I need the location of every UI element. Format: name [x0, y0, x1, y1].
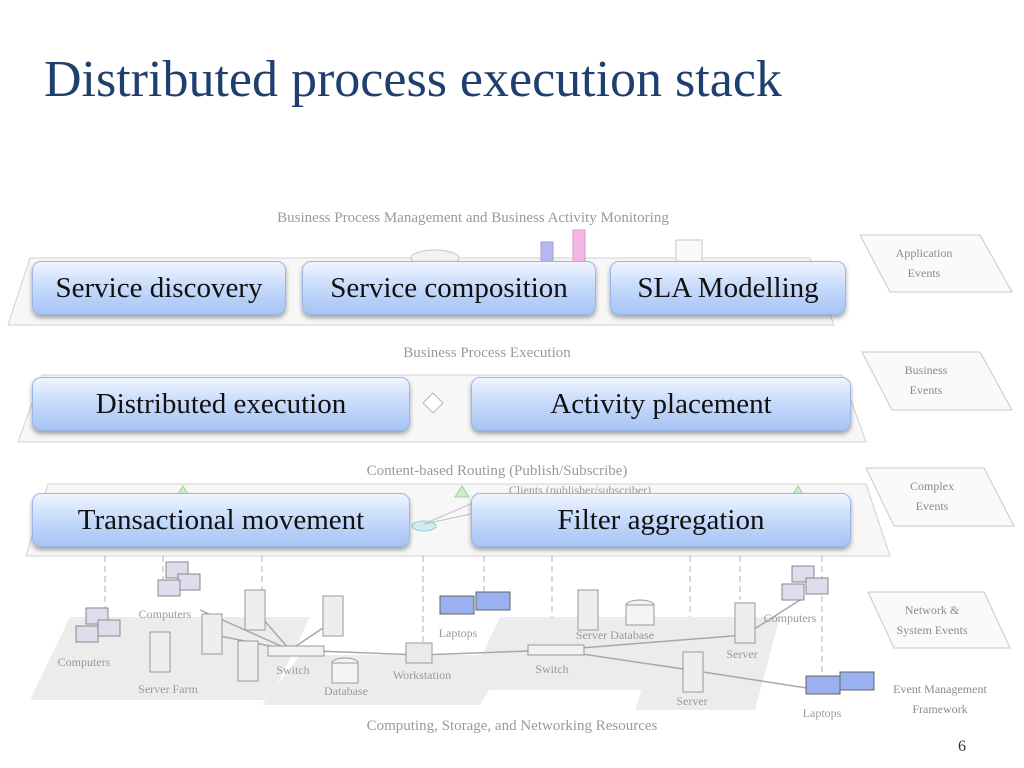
- resource-label: Switch: [276, 663, 309, 677]
- framework-label: Framework: [912, 702, 967, 716]
- side-plane-business: Business Events: [861, 351, 1013, 411]
- switch-icon: [267, 645, 325, 657]
- resource-label: Workstation: [393, 668, 451, 682]
- server-icon: [149, 631, 171, 673]
- resource-label: Server: [726, 647, 757, 661]
- routing-node-icon: [454, 485, 470, 498]
- resource-label: Computers: [58, 655, 111, 669]
- database-icon: [331, 662, 359, 684]
- framework-label: Event Management: [893, 682, 987, 696]
- resource-label: Laptops: [803, 706, 842, 720]
- resource-label: Server Farm: [138, 682, 198, 696]
- laptop-icon: [475, 591, 511, 611]
- computer-icon: [75, 625, 99, 643]
- filter-aggregation-box: Filter aggregation: [471, 493, 851, 547]
- side-label: Events: [910, 383, 943, 397]
- side-label: Business: [905, 363, 948, 377]
- layer-label-bpm: Business Process Management and Business…: [277, 210, 669, 226]
- database-icon: [625, 604, 655, 626]
- computer-icon: [781, 583, 805, 601]
- resource-label: Computers: [764, 611, 817, 625]
- activity-placement-box: Activity placement: [471, 377, 851, 431]
- laptop-icon: [439, 595, 475, 615]
- computer-icon: [97, 619, 121, 637]
- side-label: Application: [896, 246, 953, 260]
- switch-icon: [527, 644, 585, 656]
- resource-label: Server Database: [576, 628, 654, 642]
- layer-label-execution: Business Process Execution: [403, 345, 571, 361]
- routing-link: [423, 511, 481, 525]
- transactional-movement-box: Transactional movement: [32, 493, 410, 547]
- server-icon: [244, 589, 266, 631]
- server-icon: [322, 595, 344, 637]
- device-icons: [75, 561, 875, 695]
- computer-icon: [805, 577, 829, 595]
- resource-label: Switch: [535, 662, 568, 676]
- server-icon: [201, 613, 223, 655]
- side-plane-complex: Complex Events: [865, 467, 1015, 527]
- side-label: Events: [916, 499, 949, 513]
- distributed-execution-box: Distributed execution: [32, 377, 410, 431]
- layer-label-resources: Computing, Storage, and Networking Resou…: [367, 718, 658, 734]
- side-label: Network &: [905, 603, 960, 617]
- resource-label: Computers: [139, 607, 192, 621]
- slide-title: Distributed process execution stack: [44, 51, 782, 108]
- resource-label: Database: [324, 684, 368, 698]
- resource-label: Laptops: [439, 626, 478, 640]
- server-icon: [734, 602, 756, 644]
- server-icon: [577, 589, 599, 631]
- side-plane-application: Application Events: [859, 234, 1013, 293]
- server-icon: [682, 651, 704, 693]
- computer-icon: [157, 579, 181, 597]
- sla-modelling-box: SLA Modelling: [610, 261, 846, 315]
- broker-icon: [411, 520, 437, 532]
- resource-labels: Computers Computers Computers Server Far…: [58, 607, 842, 720]
- side-label: Events: [908, 266, 941, 280]
- side-label: System Events: [897, 623, 968, 637]
- layer-label-routing: Content-based Routing (Publish/Subscribe…: [367, 463, 628, 479]
- resource-label: Server: [676, 694, 707, 708]
- side-label: Complex: [910, 479, 954, 493]
- page-number: 6: [958, 738, 966, 755]
- service-discovery-box: Service discovery: [32, 261, 286, 315]
- routing-link: [423, 499, 481, 525]
- laptop-icon: [839, 671, 875, 691]
- workstation-icon: [405, 642, 433, 664]
- resource-plane: [262, 655, 510, 705]
- laptop-icon: [805, 675, 841, 695]
- service-composition-box: Service composition: [302, 261, 596, 315]
- server-icon: [237, 640, 259, 682]
- computer-icon: [177, 573, 201, 591]
- execution-gateway-icon: [422, 392, 444, 414]
- side-plane-network: Network & System Events: [867, 591, 1011, 649]
